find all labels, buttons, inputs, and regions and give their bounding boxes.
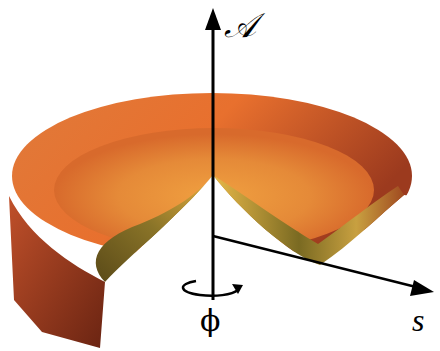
axis-label: 𝒜 bbox=[224, 8, 256, 42]
angle-label: ϕ bbox=[200, 306, 220, 336]
axis-label: s bbox=[412, 304, 424, 336]
